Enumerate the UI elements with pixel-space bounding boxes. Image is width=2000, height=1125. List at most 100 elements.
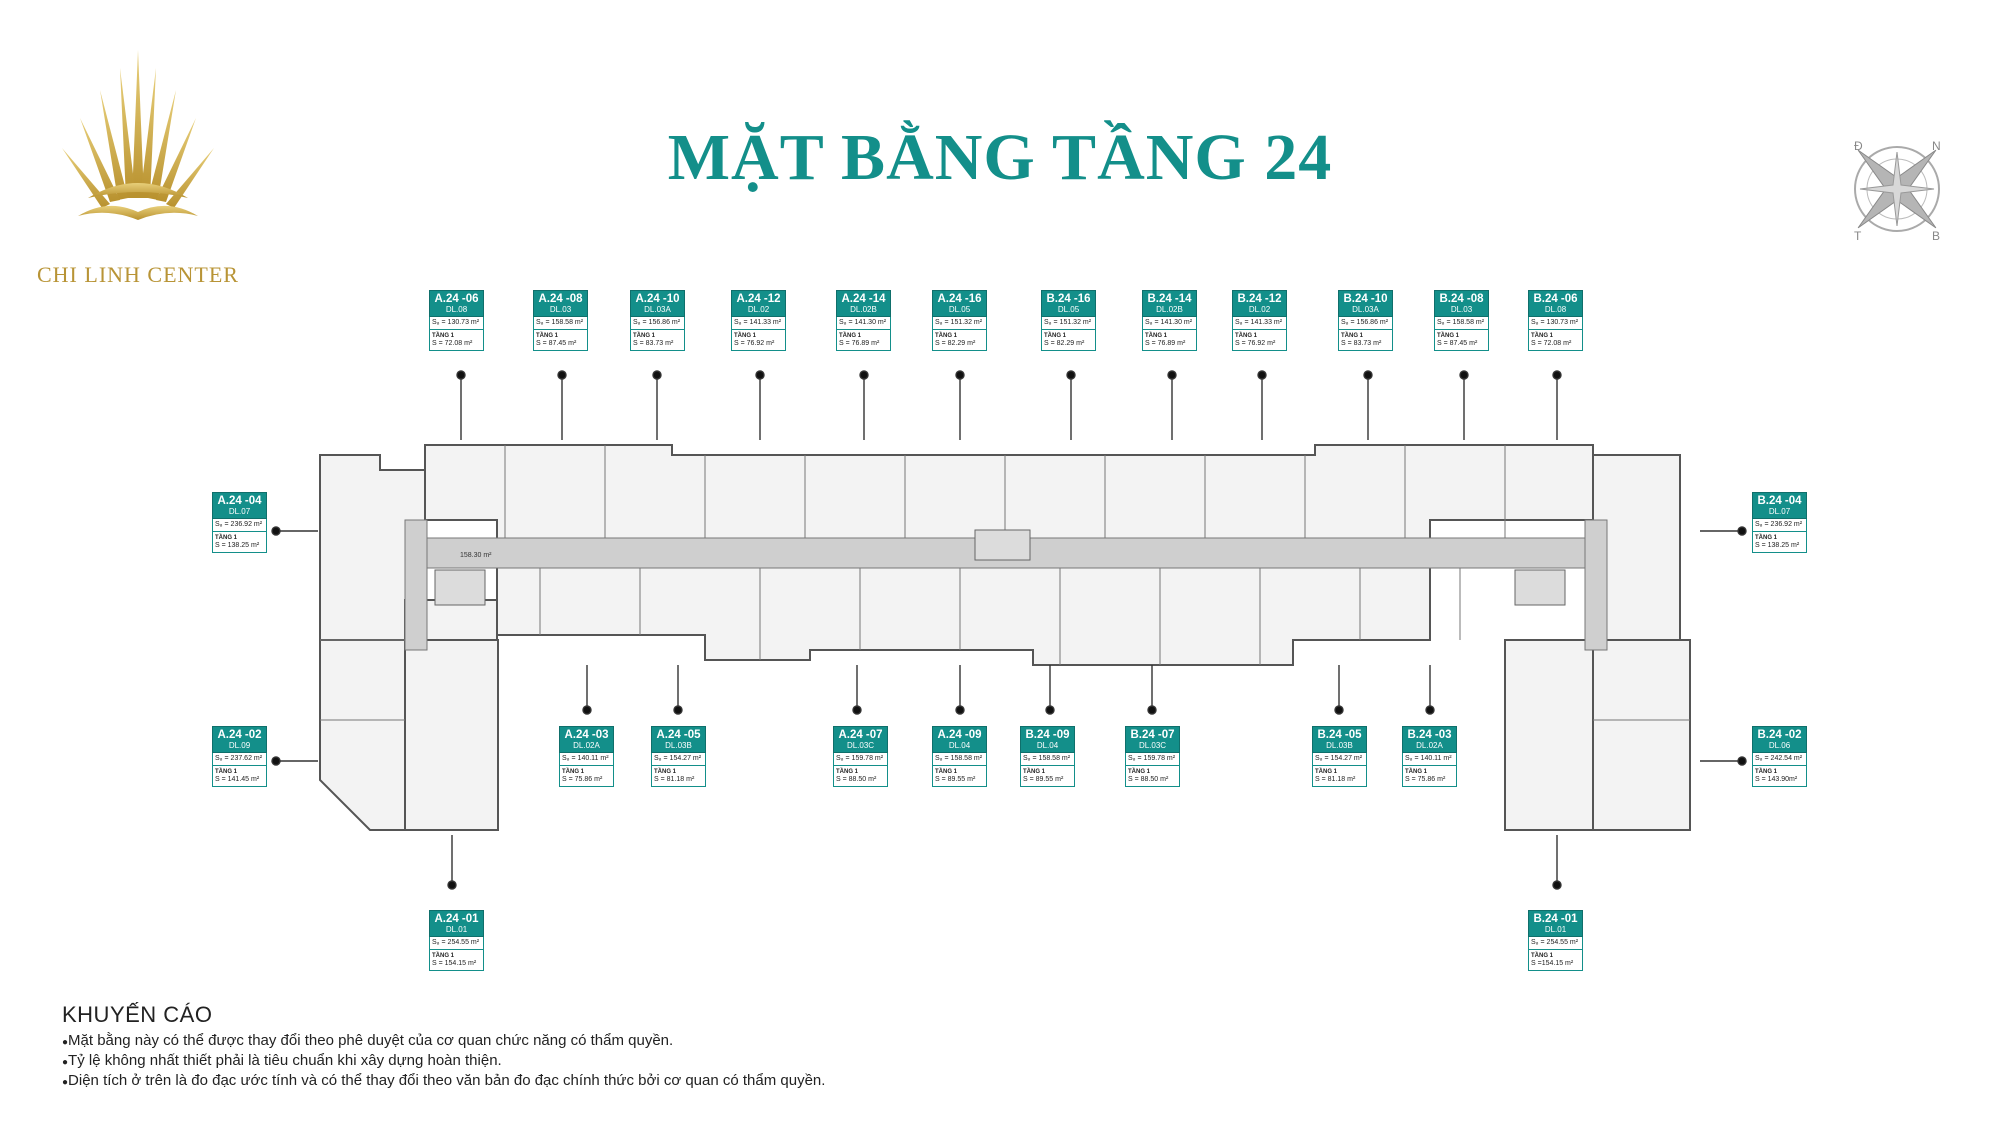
unit-code: B.24 -12 — [1237, 293, 1282, 305]
compass-letter: N — [1932, 139, 1941, 153]
unit-code: B.24 -01 — [1533, 913, 1578, 925]
disclaimer-heading: KHUYẾN CÁO — [62, 1002, 213, 1027]
unit-code: B.24 -05 — [1317, 729, 1362, 741]
unit-area-main: S₈ = 236.92 m² — [215, 521, 263, 528]
unit-type: DL.07 — [1768, 507, 1791, 516]
unit-code: A.24 -16 — [937, 293, 982, 305]
brand-logo: CHI LINH CENTER — [8, 48, 258, 288]
unit-code: A.24 -06 — [434, 293, 479, 305]
unit-type: DL.05 — [1057, 305, 1080, 314]
corridor-area-label: 158.30 m² — [460, 552, 492, 559]
unit-type: DL.01 — [445, 925, 468, 934]
unit-area-floor: S = 154.15 m² — [432, 960, 477, 967]
unit-area-floor: S = 76.89 m² — [1145, 340, 1186, 347]
unit-area-main: S₈ = 156.86 m² — [1341, 319, 1389, 326]
unit-area-main: S₈ = 151.32 m² — [935, 319, 983, 326]
unit-floor-label: TẦNG 1 — [1023, 769, 1046, 775]
unit-type: DL.06 — [1768, 741, 1791, 750]
unit-type: DL.02A — [573, 741, 600, 750]
unit-area-floor: S = 138.25 m² — [215, 542, 260, 549]
unit-type: DL.09 — [228, 741, 251, 750]
unit-type: DL.08 — [445, 305, 468, 314]
compass-letter: Đ — [1854, 139, 1863, 153]
unit-area-floor: S = 141.45 m² — [215, 776, 260, 783]
unit-code: B.24 -16 — [1046, 293, 1091, 305]
unit-floor-label: TẦNG 1 — [1044, 333, 1067, 339]
unit-floor-label: TẦNG 1 — [1437, 333, 1460, 339]
unit-code: B.24 -14 — [1147, 293, 1192, 305]
unit-code: B.24 -09 — [1025, 729, 1070, 741]
unit-floor-label: TẦNG 1 — [836, 769, 859, 775]
disclaimer-line: Mặt bằng này có thể được thay đổi theo p… — [62, 1032, 1042, 1052]
unit-type: DL.04 — [1036, 741, 1059, 750]
unit-area-floor: S = 76.92 m² — [734, 340, 775, 347]
unit-area-main: S₈ = 158.58 m² — [1023, 755, 1071, 762]
unit-area-floor: S = 89.55 m² — [1023, 776, 1064, 783]
unit-area-floor: S = 87.45 m² — [1437, 340, 1478, 347]
unit-type: DL.03 — [549, 305, 572, 314]
unit-code: A.24 -03 — [564, 729, 609, 741]
unit-area-main: S₈ = 158.58 m² — [1437, 319, 1485, 326]
unit-area-floor: S = 82.29 m² — [1044, 340, 1085, 347]
unit-type: DL.05 — [948, 305, 971, 314]
unit-area-main: S₈ = 141.33 m² — [1235, 319, 1283, 326]
unit-type: DL.03A — [1352, 305, 1379, 314]
unit-floor-label: TẦNG 1 — [935, 769, 958, 775]
unit-area-floor: S = 143.90m² — [1755, 776, 1798, 783]
unit-type: DL.08 — [1544, 305, 1567, 314]
unit-code: B.24 -02 — [1757, 729, 1802, 741]
unit-area-main: S₈ = 242.54 m² — [1755, 755, 1803, 762]
unit-code: A.24 -01 — [434, 913, 479, 925]
unit-area-main: S₈ = 141.30 m² — [1145, 319, 1193, 326]
unit-floor-label: TẦNG 1 — [1128, 769, 1151, 775]
page-title: MẶT BẰNG TẦNG 24 — [667, 121, 1333, 194]
unit-code: B.24 -06 — [1533, 293, 1578, 305]
unit-type: DL.01 — [1544, 925, 1567, 934]
unit-floor-label: TẦNG 1 — [536, 333, 559, 339]
unit-area-main: S₈ = 254.55 m² — [432, 939, 480, 946]
unit-area-main: S₈ = 158.58 m² — [935, 755, 983, 762]
unit-area-main: S₈ = 141.33 m² — [734, 319, 782, 326]
unit-area-floor: S = 89.55 m² — [935, 776, 976, 783]
unit-floor-label: TẦNG 1 — [432, 333, 455, 339]
compass-rose-icon: Đ N T B — [1832, 124, 1962, 254]
unit-floor-label: TẦNG 1 — [734, 333, 757, 339]
unit-floor-label: TẦNG 1 — [1531, 333, 1554, 339]
unit-floor-label: TẦNG 1 — [215, 769, 238, 775]
unit-code: B.24 -08 — [1439, 293, 1484, 305]
unit-code: A.24 -10 — [635, 293, 680, 305]
unit-area-main: S₈ = 151.32 m² — [1044, 319, 1092, 326]
unit-floor-label: TẦNG 1 — [1341, 333, 1364, 339]
unit-area-main: S₈ = 159.78 m² — [1128, 755, 1176, 762]
unit-floor-label: TẦNG 1 — [1315, 769, 1338, 775]
unit-floor-label: TẦNG 1 — [633, 333, 656, 339]
disclaimer: KHUYẾN CÁO Mặt bằng này có thể được thay… — [62, 1002, 1042, 1092]
unit-type: DL.03A — [644, 305, 671, 314]
unit-code: A.24 -12 — [736, 293, 781, 305]
unit-floor-label: TẦNG 1 — [1405, 769, 1428, 775]
unit-area-main: S₈ = 130.73 m² — [1531, 319, 1579, 326]
unit-type: DL.02 — [747, 305, 770, 314]
unit-area-floor: S = 76.89 m² — [839, 340, 880, 347]
unit-code: B.24 -10 — [1343, 293, 1388, 305]
unit-floor-label: TẦNG 1 — [562, 769, 585, 775]
unit-area-floor: S = 81.18 m² — [654, 776, 695, 783]
unit-type: DL.02A — [1416, 741, 1443, 750]
unit-type: DL.03C — [846, 741, 875, 750]
unit-area-main: S₈ = 141.30 m² — [839, 319, 887, 326]
